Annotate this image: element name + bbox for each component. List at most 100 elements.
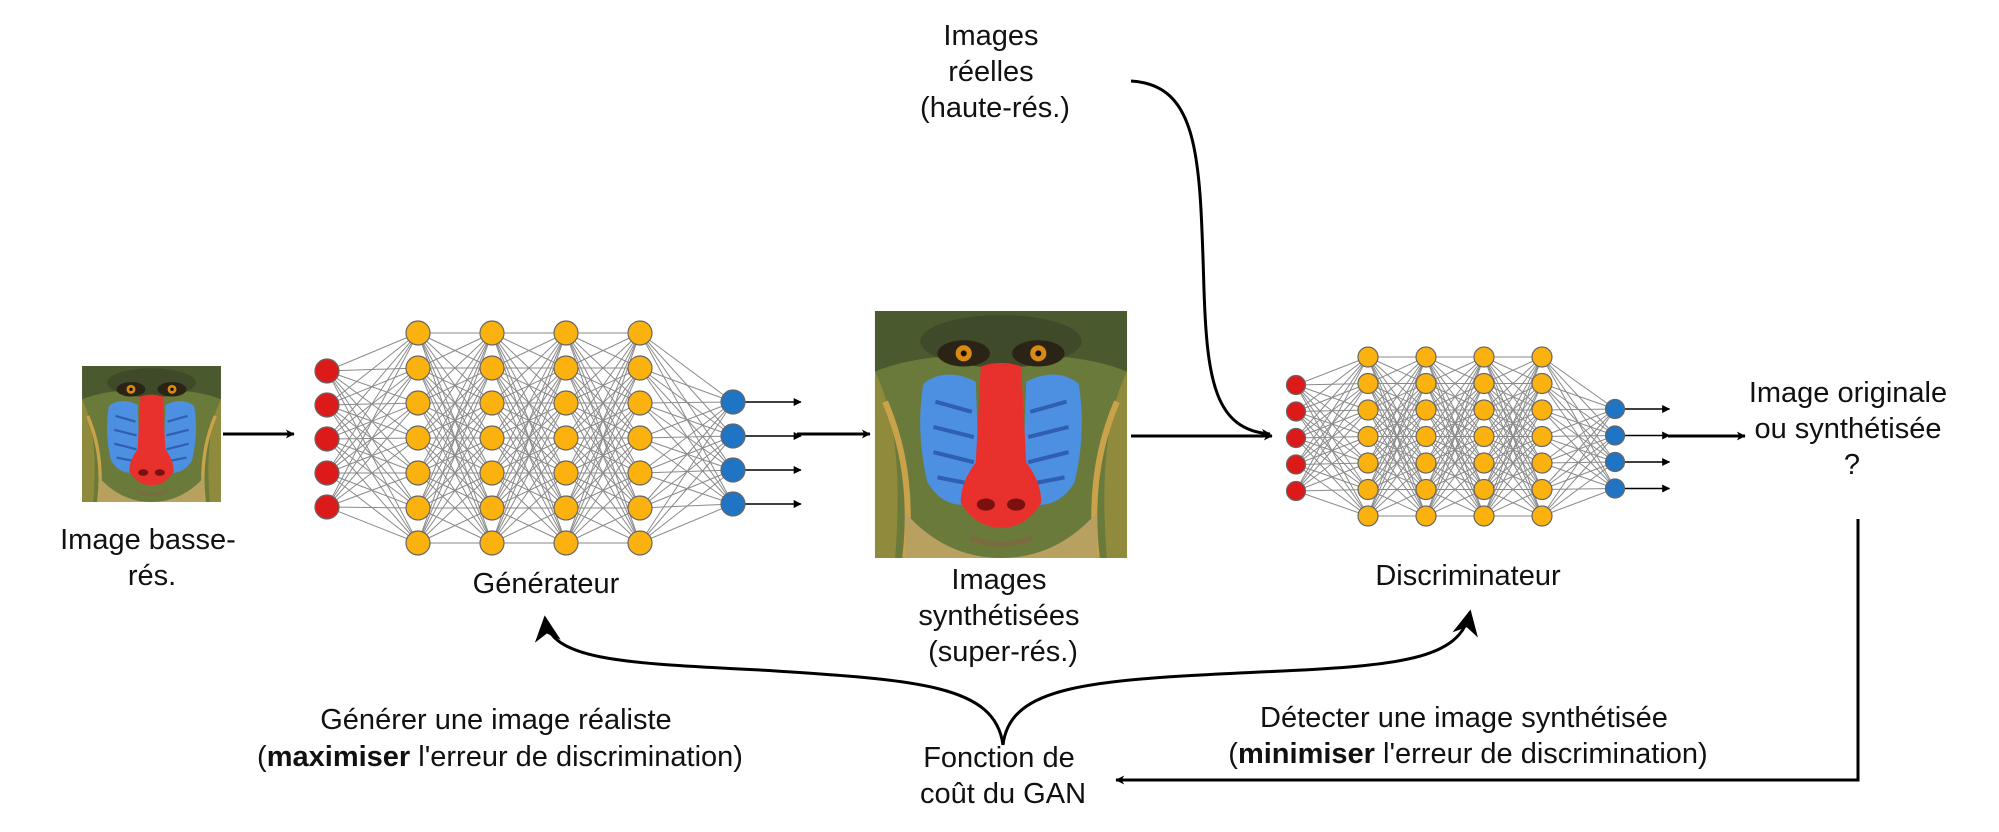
discriminator-hidden-node	[1415, 425, 1437, 448]
generator-hidden-node	[553, 320, 579, 346]
generator-connection	[417, 332, 493, 404]
discriminator-connection	[1425, 356, 1485, 411]
generator-connection	[639, 469, 734, 544]
discriminator-hidden-node	[1357, 399, 1379, 421]
generator-input-node	[314, 358, 340, 384]
discriminator-hidden-node	[1473, 346, 1495, 368]
discriminator-connection	[1367, 356, 1427, 437]
discriminator-connection	[1295, 356, 1369, 492]
generator-connection	[639, 503, 734, 544]
generator-hidden-node	[627, 460, 653, 486]
discriminator-hidden-node	[1415, 372, 1437, 395]
generator-connection	[326, 332, 419, 440]
discriminator-connection	[1367, 356, 1427, 490]
generator-input-node	[314, 494, 340, 520]
generator-hidden-node	[627, 355, 653, 381]
discriminator-connection	[1541, 408, 1616, 411]
generator-hidden-node	[627, 390, 653, 416]
generator-connection	[326, 332, 419, 508]
generator-connection	[491, 332, 567, 369]
discriminator-connection	[1295, 356, 1369, 386]
generator-hidden-node	[627, 530, 653, 556]
discriminator-hidden-node	[1473, 425, 1495, 448]
generator-hidden-node	[479, 355, 505, 381]
generator-connection	[326, 506, 419, 509]
generator-hidden-node	[627, 495, 653, 521]
discriminator-connection	[1425, 356, 1485, 384]
discriminator-connection	[1425, 356, 1485, 437]
generator-hidden-node	[627, 320, 653, 346]
generator-connection	[491, 472, 567, 544]
discriminator-hidden-node	[1531, 478, 1553, 501]
discriminator-hidden-node	[1473, 505, 1495, 527]
discriminator-goal-label: Détecter une image synthétisée (minimise…	[1228, 702, 1707, 770]
discriminator-hidden-node	[1357, 452, 1379, 474]
generator-connection	[565, 437, 641, 544]
generator-connection	[565, 402, 641, 544]
generator-hidden-node	[479, 460, 505, 486]
discriminator-hidden-node	[1531, 372, 1553, 395]
high-res-mandrill-icon	[875, 311, 1127, 558]
generator-connection	[565, 472, 641, 544]
discriminator-input-node	[1285, 374, 1307, 396]
discriminator-connection	[1483, 356, 1543, 464]
discriminator-hidden-node	[1415, 505, 1437, 527]
discriminator-connection	[1425, 356, 1485, 490]
generator-hidden-node	[479, 320, 505, 346]
discriminator-input-node	[1285, 427, 1307, 449]
generator-connection	[326, 506, 419, 544]
discriminator-connection	[1483, 409, 1543, 517]
discriminator-connection	[1367, 436, 1427, 517]
generator-connection	[565, 507, 641, 544]
generator-connection	[639, 435, 734, 544]
discriminator-hidden-node	[1357, 505, 1379, 527]
discriminator-connection	[1425, 436, 1485, 517]
generator-connection	[326, 367, 419, 508]
discriminator-connection	[1367, 409, 1427, 517]
generator-label: Générateur	[473, 568, 620, 600]
generator-connection	[565, 367, 641, 544]
discriminator-connection	[1295, 383, 1369, 492]
discriminator-connection	[1295, 356, 1369, 439]
discriminator-connection	[1541, 408, 1616, 437]
discriminator-connection	[1483, 356, 1543, 437]
generator-hidden-node	[405, 425, 431, 451]
generator-output-node	[720, 491, 746, 517]
generator-connection	[639, 401, 734, 439]
generator-connection	[491, 402, 567, 544]
generator-connection	[417, 472, 493, 544]
discriminator-connection	[1295, 356, 1369, 412]
generator-connection	[491, 367, 567, 544]
discriminator-connection	[1541, 408, 1616, 490]
generator-hidden-node	[553, 495, 579, 521]
generator-connection	[417, 402, 493, 544]
generator-connection	[326, 332, 419, 474]
generator-connection	[417, 332, 493, 439]
discriminator-output-node	[1604, 398, 1626, 420]
generator-hidden-node	[479, 425, 505, 451]
generator-connection	[565, 332, 641, 369]
decision-label: Image originale ou synthétisée ?	[1749, 377, 1955, 481]
generator-hidden-node	[553, 460, 579, 486]
discriminator-hidden-node	[1415, 399, 1437, 421]
discriminator-hidden-node	[1357, 425, 1379, 448]
discriminator-connection	[1541, 408, 1616, 517]
discriminator-hidden-node	[1531, 425, 1553, 448]
generator-connection	[491, 437, 567, 544]
discriminator-connection	[1425, 409, 1485, 517]
discriminator-label: Discriminateur	[1375, 560, 1561, 592]
generator-goal-label: Générer une image réaliste (maximiser l'…	[257, 704, 743, 773]
generator-hidden-node	[405, 355, 431, 381]
discriminator-connection	[1483, 383, 1543, 517]
discriminator-connection	[1425, 356, 1485, 464]
discriminator-connection	[1367, 356, 1427, 464]
discriminator-connection	[1425, 462, 1485, 517]
generator-hidden-node	[479, 390, 505, 416]
generator-output-node	[720, 423, 746, 449]
discriminator-connection	[1367, 356, 1427, 411]
generator-connection	[639, 401, 734, 509]
generator-connection	[565, 332, 641, 439]
discriminator-hidden-node	[1531, 346, 1553, 368]
generator-hidden-node	[627, 425, 653, 451]
